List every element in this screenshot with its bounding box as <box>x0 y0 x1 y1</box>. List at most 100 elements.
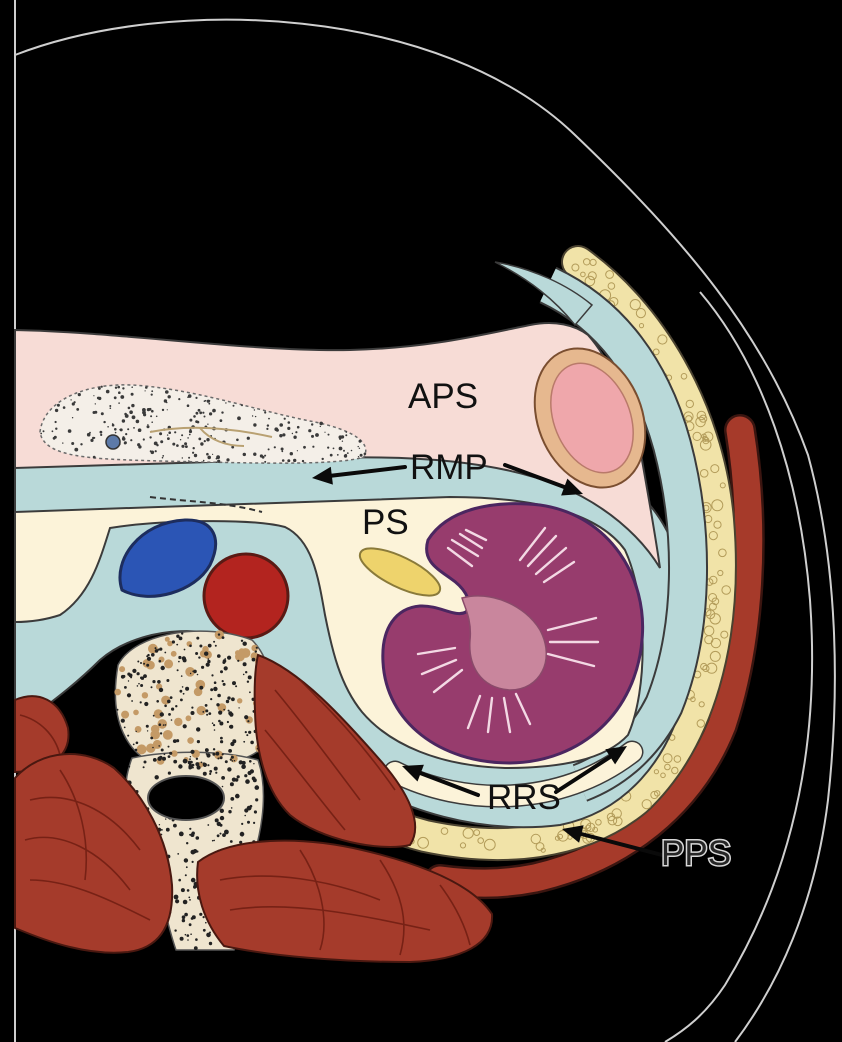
bone-speckle <box>160 712 164 716</box>
pancreas-speckle <box>333 448 335 450</box>
pancreas-speckle <box>103 421 105 423</box>
pancreas-speckle <box>290 452 293 455</box>
pancreas-speckle <box>198 409 201 412</box>
pancreas-speckle <box>182 457 183 458</box>
pancreas-speckle <box>143 438 145 440</box>
bone-speckle <box>202 711 204 713</box>
bone-speckle <box>186 842 188 844</box>
pancreas-speckle <box>131 404 134 407</box>
bone-speckle <box>182 915 186 919</box>
bone-speckle <box>190 756 191 757</box>
pancreas-speckle <box>193 415 196 418</box>
pancreas-speckle <box>167 434 168 435</box>
pancreas-speckle <box>80 443 82 445</box>
bone-speckle <box>223 709 225 711</box>
pancreas-speckle <box>52 430 54 432</box>
pancreas-speckle <box>193 447 195 449</box>
bone-speckle <box>184 858 188 862</box>
pancreas-speckle <box>279 434 282 437</box>
bone-speckle <box>168 713 171 716</box>
bone-speckle <box>241 764 246 769</box>
bone-speckle <box>178 656 181 659</box>
pancreas-speckle <box>100 431 103 434</box>
pancreas-speckle <box>347 452 349 454</box>
pancreas-speckle <box>188 460 189 461</box>
bone-trabecula <box>121 711 129 719</box>
bone-speckle <box>166 828 170 832</box>
pancreas-speckle <box>360 454 363 457</box>
bone-speckle <box>189 834 191 836</box>
bone-speckle <box>181 632 183 634</box>
pancreas-speckle <box>109 405 111 407</box>
bone-speckle <box>199 686 203 690</box>
bone-speckle <box>247 681 249 683</box>
bone-speckle <box>213 840 215 842</box>
pancreas-speckle <box>189 434 191 436</box>
bone-speckle <box>168 772 171 775</box>
pancreas-speckle <box>345 434 347 436</box>
bone-speckle <box>231 697 235 701</box>
bone-speckle <box>220 670 223 673</box>
bone-trabecula <box>186 715 192 721</box>
bone-speckle <box>173 824 177 828</box>
pancreas-speckle <box>287 459 290 462</box>
bone-speckle <box>246 734 248 736</box>
bone-speckle <box>213 724 215 726</box>
bone-speckle <box>227 656 231 660</box>
bone-speckle <box>205 748 208 751</box>
spinal-canal <box>148 776 224 820</box>
pancreas-speckle <box>55 421 57 423</box>
bone-speckle <box>244 715 248 719</box>
bone-speckle <box>203 916 205 918</box>
pancreas-speckle <box>142 408 146 412</box>
pancreas-speckle <box>106 390 110 394</box>
pancreas-speckle <box>189 419 192 422</box>
bone-speckle <box>156 700 159 703</box>
bone-speckle <box>230 759 232 761</box>
bone-speckle <box>213 641 215 643</box>
bone-speckle <box>140 701 142 703</box>
bone-trabecula <box>163 730 173 740</box>
bone-speckle <box>239 760 243 764</box>
pancreas-speckle <box>151 410 154 413</box>
aorta <box>204 554 288 638</box>
pancreas-speckle <box>274 446 276 448</box>
bone-speckle <box>191 707 193 709</box>
bone-speckle <box>124 686 127 689</box>
pancreas-speckle <box>268 448 270 450</box>
pancreas-speckle <box>204 440 206 442</box>
bone-speckle <box>227 721 229 723</box>
pancreas-speckle <box>101 386 103 388</box>
bone-speckle <box>190 761 193 764</box>
pancreas-speckle <box>167 409 168 410</box>
bone-speckle <box>207 660 210 663</box>
bone-speckle <box>167 700 171 704</box>
bone-speckle <box>223 683 226 686</box>
bone-speckle <box>181 675 183 677</box>
bone-speckle <box>180 699 183 702</box>
bone-speckle <box>183 900 188 905</box>
pancreas-speckle <box>162 457 164 459</box>
pancreas-speckle <box>74 401 76 403</box>
pancreas-speckle <box>160 440 163 443</box>
pancreas-speckle <box>194 454 197 457</box>
bone-speckle <box>205 704 208 707</box>
bone-speckle <box>215 645 217 647</box>
pancreas-speckle <box>284 418 286 420</box>
bone-speckle <box>127 735 129 737</box>
bone-speckle <box>209 932 211 934</box>
bone-speckle <box>188 766 191 769</box>
bone-speckle <box>189 923 192 926</box>
bone-speckle <box>165 724 167 726</box>
pancreas-speckle <box>68 429 72 433</box>
pancreas-speckle <box>138 428 142 432</box>
pancreas-speckle <box>150 415 152 417</box>
bone-speckle <box>207 824 209 826</box>
pancreas-speckle <box>221 411 223 413</box>
pancreas-speckle <box>128 407 131 410</box>
bone-speckle <box>232 681 236 685</box>
bone-trabecula <box>133 710 139 716</box>
pancreas-speckle <box>155 450 157 452</box>
pancreas-speckle <box>199 411 202 414</box>
pancreas-speckle <box>107 426 109 428</box>
